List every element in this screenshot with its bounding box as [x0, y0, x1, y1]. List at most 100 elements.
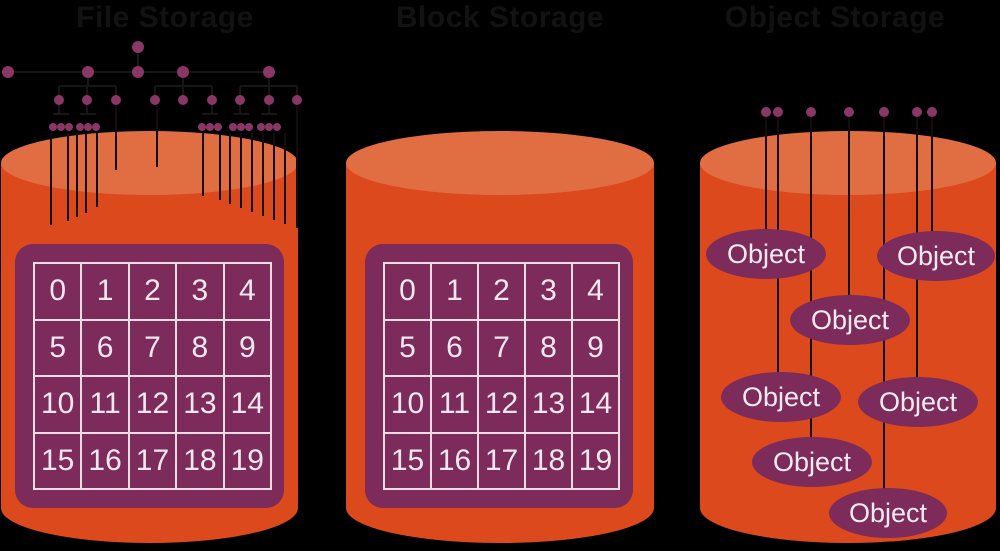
tree-branch-line	[86, 86, 88, 100]
object-anchor-dot	[806, 107, 816, 117]
tree-file-dot	[229, 123, 237, 131]
file-drop-line	[76, 133, 78, 217]
object-anchor-dot	[761, 107, 771, 117]
object-hang-line	[765, 117, 767, 230]
file-block-cell: 0	[35, 264, 81, 319]
file-block-cell: 13	[177, 377, 223, 432]
block-block-cell: 17	[479, 433, 524, 488]
tree-branch-line	[211, 86, 213, 100]
tree-subdirectory-dot	[111, 95, 121, 105]
tree-file-dot	[214, 123, 222, 131]
tree-branch-line	[202, 113, 218, 115]
file-storage-title: File Storage	[76, 1, 254, 34]
tree-file-dot	[245, 123, 253, 131]
file-block-cell: 6	[82, 320, 128, 375]
file-block-cell: 10	[35, 377, 81, 432]
tree-file-dot	[84, 123, 92, 131]
tree-file-dot	[206, 123, 214, 131]
tree-file-dot	[198, 123, 206, 131]
object-ellipse: Object	[706, 229, 826, 279]
tree-subdirectory-dot	[235, 95, 245, 105]
block-block-cell: 1	[432, 264, 477, 319]
object-anchor-dot	[927, 107, 937, 117]
tree-directory-dot	[82, 66, 94, 78]
file-drop-line	[85, 133, 87, 213]
tree-branch-line	[182, 86, 184, 100]
file-block-cell: 17	[129, 433, 176, 488]
tree-file-dot	[92, 123, 100, 131]
tree-branch-line	[58, 100, 60, 114]
file-drop-line	[156, 106, 158, 167]
block-block-cell: 9	[573, 320, 618, 375]
tree-subdirectory-dot	[82, 95, 92, 105]
tree-branch-line	[211, 100, 213, 114]
block-storage-title: Block Storage	[395, 1, 605, 34]
object-anchor-dot	[844, 107, 854, 117]
file-block-cell: 2	[129, 264, 176, 319]
tree-trunk-line	[137, 53, 139, 72]
file-drop-line	[115, 106, 117, 170]
tree-branch-line	[80, 113, 96, 115]
block-block-cell: 7	[479, 320, 524, 375]
tree-branch-line	[268, 72, 270, 86]
tree-file-dot	[257, 123, 265, 131]
tree-branch-line	[233, 113, 249, 115]
file-cylinder-top	[1, 131, 298, 195]
file-drop-line	[240, 133, 242, 208]
object-anchor-dot	[773, 107, 783, 117]
tree-branch-line	[58, 86, 60, 100]
file-drop-line	[273, 133, 275, 220]
object-ellipse: Object	[877, 231, 995, 281]
file-block-cell: 5	[35, 320, 81, 375]
block-block-cell: 8	[526, 320, 571, 375]
tree-subdirectory-dot	[178, 95, 188, 105]
file-drop-line	[202, 133, 204, 196]
file-drop-line	[262, 133, 264, 216]
object-ellipse: Object	[721, 372, 841, 422]
block-block-cell: 2	[479, 264, 524, 319]
block-block-cell: 12	[479, 377, 524, 432]
file-block-cell: 19	[224, 433, 270, 488]
block-block-cell: 4	[573, 264, 618, 319]
object-hang-line	[848, 117, 850, 296]
tree-branch-line	[115, 86, 117, 100]
tree-branch-line	[239, 86, 241, 100]
file-drop-line	[284, 133, 286, 224]
file-block-cell: 3	[177, 264, 223, 319]
tree-subdirectory-dot	[292, 95, 302, 105]
file-block-cell: 18	[177, 433, 223, 488]
block-block-cell: 14	[573, 377, 618, 432]
block-cylinder-top	[346, 131, 654, 195]
tree-branch-line	[53, 113, 69, 115]
tree-branch-line	[182, 72, 184, 86]
tree-subdirectory-dot	[264, 95, 274, 105]
tree-subdirectory-dot	[54, 95, 64, 105]
tree-branch-line	[87, 72, 89, 86]
block-block-cell: 0	[385, 264, 430, 319]
file-block-cell: 12	[129, 377, 176, 432]
tree-subdirectory-dot	[207, 95, 217, 105]
block-block-cell: 10	[385, 377, 430, 432]
file-drop-line	[251, 133, 253, 212]
block-block-cell: 18	[526, 433, 571, 488]
block-block-cell: 5	[385, 320, 430, 375]
tree-branch-line	[268, 86, 270, 100]
tree-directory-dot	[132, 66, 144, 78]
object-ellipse: Object	[858, 377, 978, 427]
file-drop-line	[50, 133, 52, 225]
block-block-cell: 6	[432, 320, 477, 375]
tree-branch-line	[154, 86, 156, 100]
file-block-cell: 11	[82, 377, 128, 432]
tree-file-dot	[76, 123, 84, 131]
tree-subdirectory-dot	[150, 95, 160, 105]
block-block-cell: 3	[526, 264, 571, 319]
file-drop-line	[229, 133, 231, 204]
file-block-cell: 1	[82, 264, 128, 319]
block-block-cell: 11	[432, 377, 477, 432]
tree-file-dot	[65, 123, 73, 131]
block-block-cell: 16	[432, 433, 477, 488]
file-block-cell: 16	[82, 433, 128, 488]
tree-root-dot	[132, 41, 144, 53]
